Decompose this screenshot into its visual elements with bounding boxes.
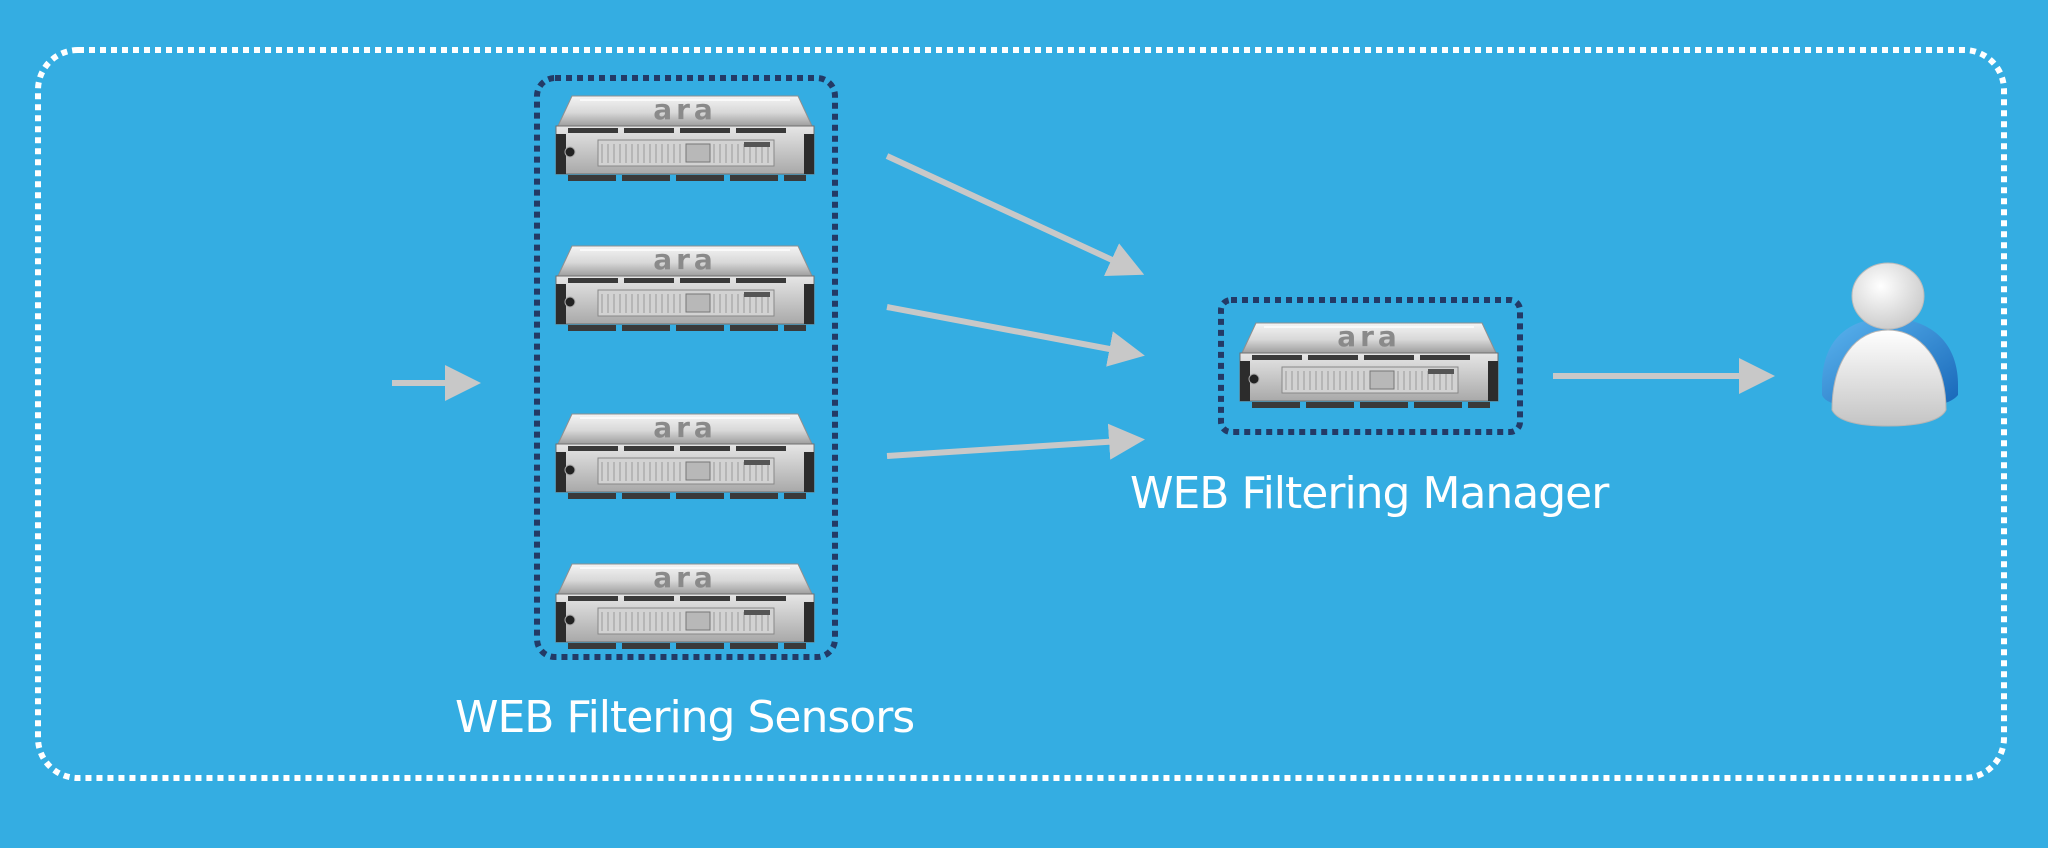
arrow-sensor-1-to-manager xyxy=(885,153,1145,277)
rack-server-icon xyxy=(555,410,815,500)
manager-server xyxy=(1239,319,1499,409)
manager-label: WEB Filtering Manager xyxy=(1130,468,1609,519)
sensor-server-1 xyxy=(555,92,815,182)
rack-server-icon xyxy=(555,242,815,332)
rack-server-icon xyxy=(555,560,815,650)
user-icon xyxy=(1822,262,1958,427)
rack-server-icon xyxy=(1239,319,1499,409)
arrow-sensor-2-to-manager xyxy=(886,304,1145,367)
manager-group-box xyxy=(1218,297,1523,435)
rack-server-icon xyxy=(555,92,815,182)
arrow-sensor-3-to-manager xyxy=(886,423,1145,460)
sensor-server-3 xyxy=(555,410,815,500)
sensors-label: WEB Filtering Sensors xyxy=(455,692,915,743)
sensor-server-2 xyxy=(555,242,815,332)
sensor-server-4 xyxy=(555,560,815,650)
outer-boundary xyxy=(35,47,2007,781)
sensors-group-box xyxy=(534,75,838,660)
